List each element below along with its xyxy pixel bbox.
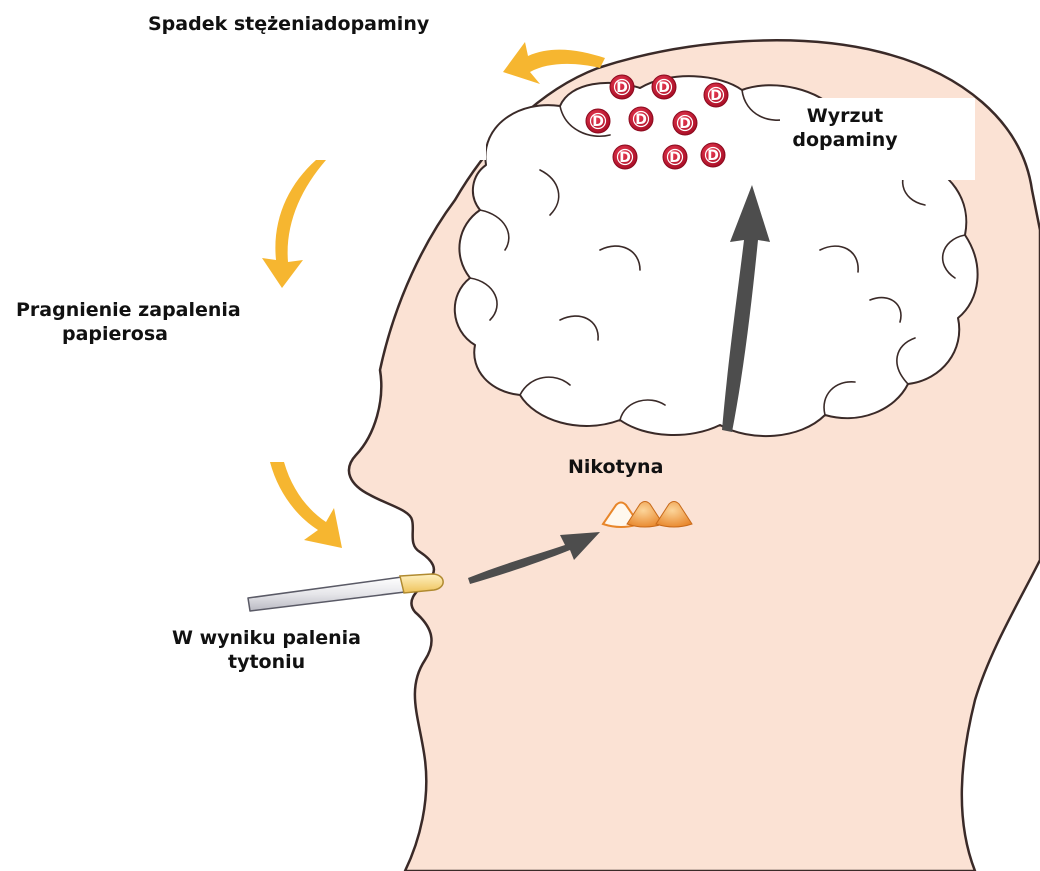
dopamine-marker-letter: D [635,112,647,128]
nicotine-molecules [603,502,692,528]
dopamine-marker-letter: D [679,116,691,132]
label-dopamine-release: Wyrzut dopaminy [790,104,900,152]
label-craving-line1: Pragnienie zapalenia [16,298,241,322]
dopamine-marker-letter: D [707,148,719,164]
label-craving-line2: papierosa [16,322,241,346]
dopamine-marker-letter: D [669,150,681,166]
dopamine-marker-icon: D [652,75,676,99]
dopamine-marker-icon: D [629,107,653,131]
label-smoking-line1: W wyniku palenia [172,626,361,650]
dopamine-marker-icon: D [704,83,728,107]
dopamine-marker-icon: D [610,75,634,99]
dopamine-marker-letter: D [616,80,628,96]
dopamine-marker-icon: D [673,111,697,135]
label-dopamine-release-line1: Wyrzut [790,104,900,128]
cycle-arrow-bottom-icon [270,462,342,548]
label-craving: Pragnienie zapalenia papierosa [16,298,241,346]
dopamine-marker-icon: D [613,145,637,169]
label-nicotine: Nikotyna [568,455,663,479]
dopamine-marker-letter: D [592,114,604,130]
dopamine-marker-letter: D [658,80,670,96]
dopamine-marker-icon: D [663,145,687,169]
label-dopamine-drop: Spadek stężeniadopaminy [148,12,429,36]
dopamine-marker-icon: D [701,143,725,167]
dopamine-marker-letter: D [710,88,722,104]
dopamine-marker-icon: D [586,109,610,133]
label-smoking-line2: tytoniu [172,650,361,674]
label-smoking: W wyniku palenia tytoniu [172,626,361,674]
dopamine-marker-letter: D [619,150,631,166]
label-dopamine-release-line2: dopaminy [790,128,900,152]
